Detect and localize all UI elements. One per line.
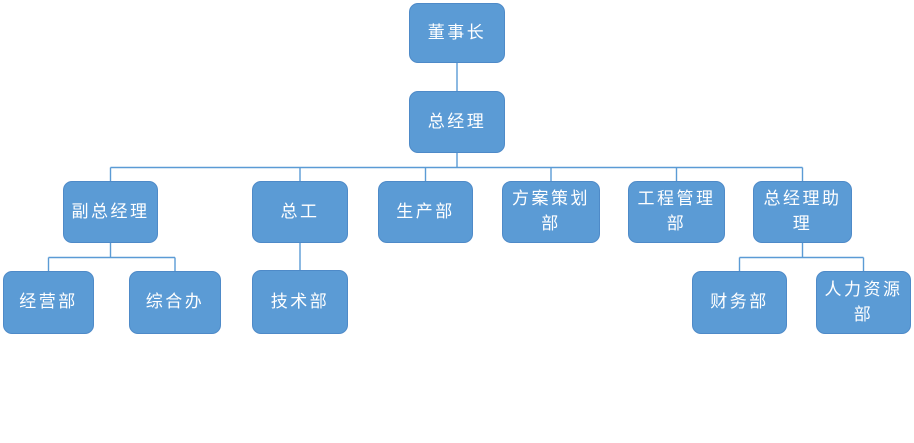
org-node-label: 方案策划 部 [512, 189, 590, 233]
org-node-deputy-general-manager[interactable]: 副总经理 [63, 181, 158, 243]
org-node-technical-dept[interactable]: 技术部 [252, 270, 348, 334]
org-node-label: 人力资源 部 [824, 279, 903, 324]
org-node-label: 董事长 [427, 22, 487, 42]
org-node-label: 生产部 [396, 201, 455, 221]
org-node-gm-assistant[interactable]: 总经理助 理 [753, 181, 852, 243]
org-node-finance-dept[interactable]: 财务部 [692, 271, 787, 334]
org-node-label: 工程管理 部 [637, 189, 716, 233]
org-node-label: 副总经理 [71, 201, 150, 221]
org-node-label: 总经理 [427, 111, 487, 131]
org-node-engineering-mgmt-dept[interactable]: 工程管理 部 [628, 181, 725, 243]
org-node-planning-dept[interactable]: 方案策划 部 [502, 181, 600, 243]
org-node-production-dept[interactable]: 生产部 [378, 181, 473, 243]
org-node-label: 财务部 [710, 292, 769, 312]
org-node-hr-dept[interactable]: 人力资源 部 [816, 271, 911, 334]
org-node-chairman[interactable]: 董事长 [409, 3, 505, 63]
org-node-label: 技术部 [270, 291, 330, 311]
org-node-operations-dept[interactable]: 经营部 [3, 271, 94, 334]
org-node-label: 综合办 [145, 292, 205, 312]
org-node-chief-engineer[interactable]: 总工 [252, 181, 348, 243]
org-node-general-office[interactable]: 综合办 [129, 271, 221, 334]
org-node-label: 经营部 [19, 292, 78, 312]
org-node-label: 总经理助 理 [763, 189, 842, 233]
org-node-label: 总工 [280, 201, 320, 221]
org-node-general-manager[interactable]: 总经理 [409, 91, 505, 153]
